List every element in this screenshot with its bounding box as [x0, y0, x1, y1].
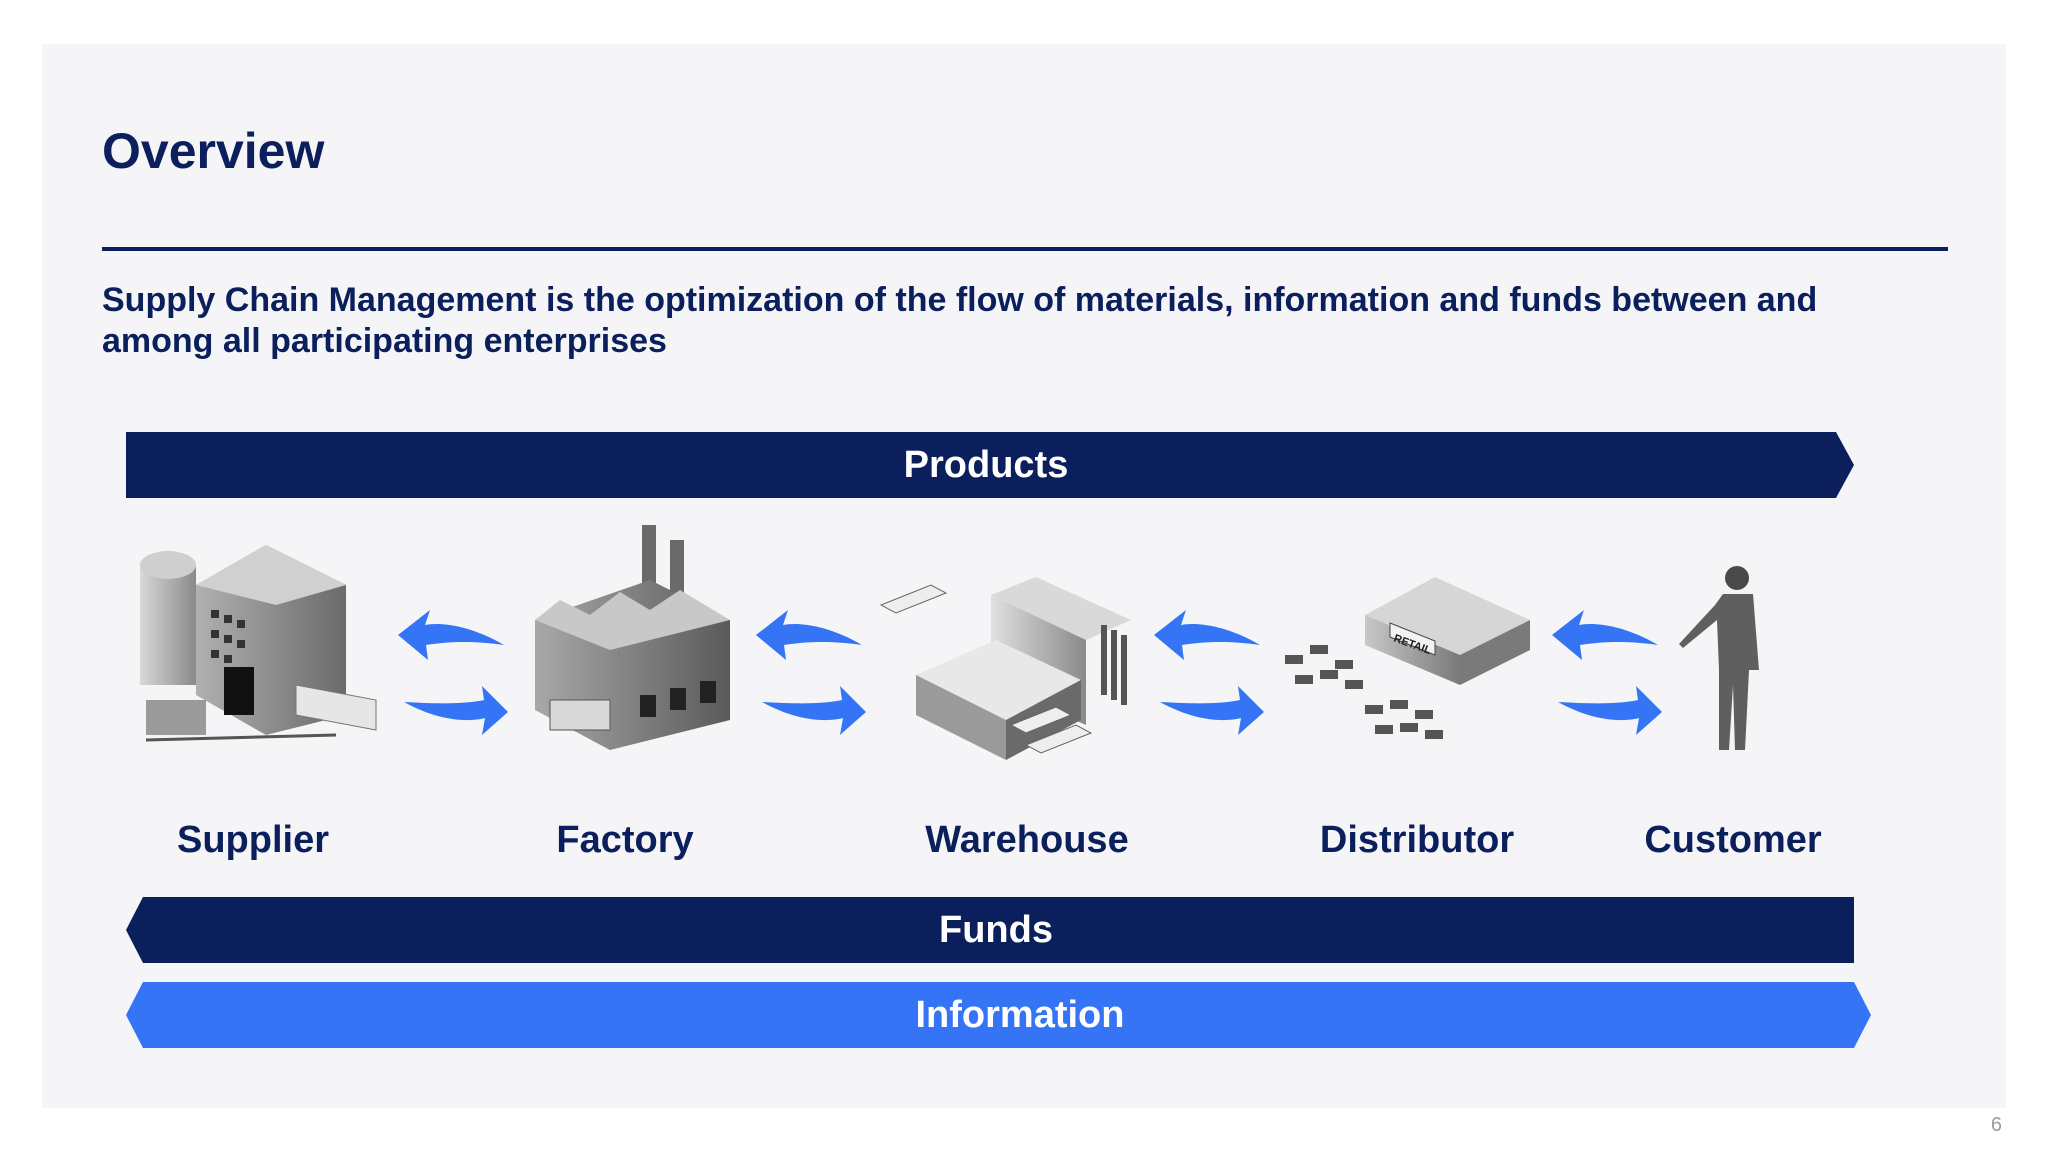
node-label-supplier: Supplier: [176, 819, 330, 861]
factory-icon: [535, 525, 730, 750]
retail-distributor-icon: RETAIL: [1285, 577, 1530, 739]
funds-arrow-band: [126, 897, 1854, 963]
return-arrow-3: [1154, 610, 1260, 660]
node-label-factory: Factory: [556, 819, 694, 861]
funds-label: Funds: [939, 909, 1053, 951]
forward-arrow-2: [762, 686, 866, 735]
node-label-distributor: Distributor: [1319, 819, 1515, 861]
information-label: Information: [915, 994, 1125, 1036]
return-arrow-1: [398, 610, 504, 660]
forward-arrow-1: [404, 686, 508, 735]
products-arrow-band: [126, 432, 1854, 498]
return-arrow-4: [1552, 610, 1658, 660]
supplier-plant-icon: [140, 545, 377, 742]
products-label: Products: [903, 444, 1069, 486]
forward-arrow-4: [1558, 686, 1662, 735]
warehouse-icon: [879, 577, 1131, 760]
slide-subtitle: Supply Chain Management is the optimizat…: [102, 281, 1818, 360]
node-label-warehouse: Warehouse: [925, 819, 1129, 861]
forward-arrow-3: [1160, 686, 1264, 735]
information-arrow-band: [126, 982, 1871, 1048]
return-arrow-2: [756, 610, 862, 660]
page-title: Overview: [102, 123, 325, 179]
page-number: 6: [1990, 1114, 2002, 1136]
customer-person-icon: [1679, 566, 1759, 750]
node-label-customer: Customer: [1644, 819, 1822, 861]
title-divider: [102, 247, 1948, 251]
